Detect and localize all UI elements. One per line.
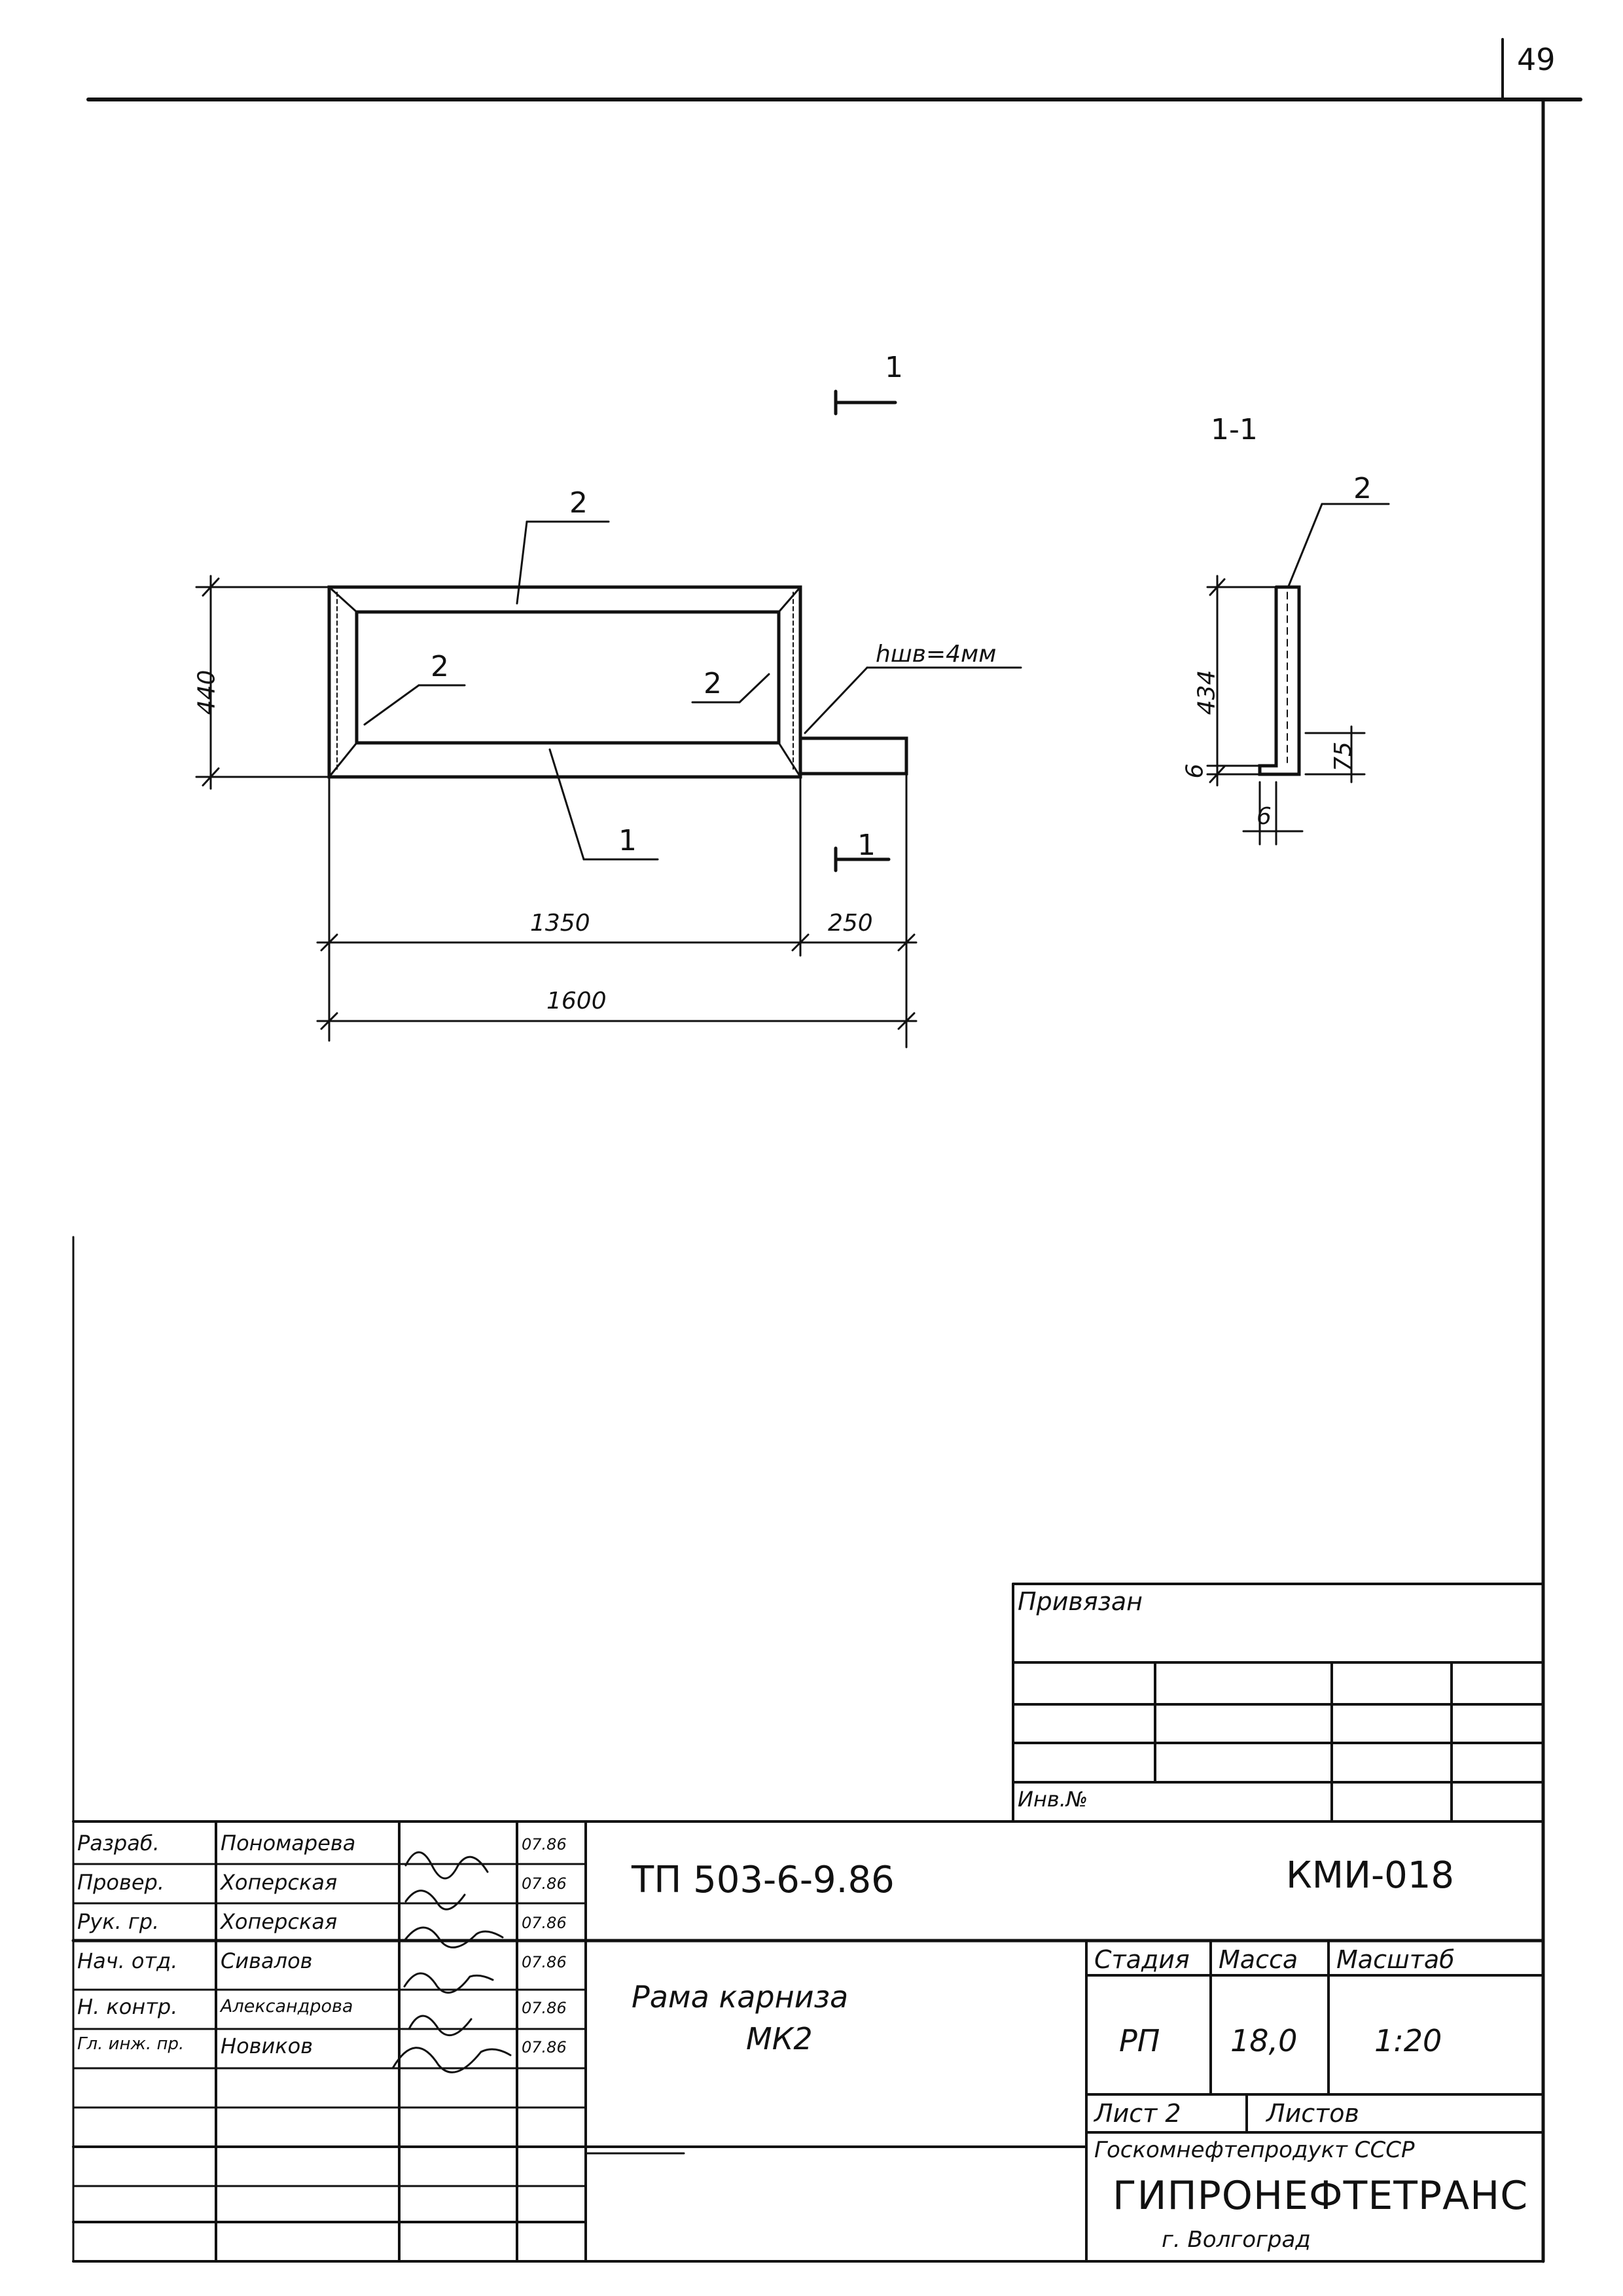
scale-label: Масштаб bbox=[1336, 1945, 1455, 1974]
role-chief-engineer: Гл. инж. пр. bbox=[77, 2034, 185, 2054]
org-ministry: Госкомнефтепродукт СССР bbox=[1094, 2137, 1415, 2163]
weld-note: hшв=4мм bbox=[876, 641, 997, 668]
name-chief-engineer: Новиков bbox=[221, 2034, 313, 2058]
role-dept-head: Нач. отд. bbox=[77, 1948, 178, 1973]
dim-section-thickness-bottom: 6 bbox=[1257, 803, 1272, 830]
role-developer: Разраб. bbox=[77, 1831, 160, 1856]
date-checker: 07.86 bbox=[522, 1874, 567, 1893]
callout-left-inner: 2 bbox=[431, 650, 449, 683]
dim-section-height: 434 bbox=[1193, 670, 1221, 715]
inventory-number-label: Инв.№ bbox=[1018, 1787, 1088, 1812]
title-block-lines bbox=[71, 1583, 1545, 2263]
section-view bbox=[1206, 503, 1390, 846]
dim-width-total: 1600 bbox=[546, 988, 607, 1014]
drawing-code: КМИ-018 bbox=[1286, 1854, 1455, 1897]
role-group-lead: Рук. гр. bbox=[77, 1909, 160, 1934]
name-norm-control: Александрова bbox=[221, 1996, 353, 2017]
section-marker-top: 1 bbox=[885, 351, 903, 384]
sheets-label: Листов bbox=[1266, 2099, 1359, 2128]
frame-plan-view bbox=[327, 585, 908, 779]
date-chief-engineer: 07.86 bbox=[522, 2038, 567, 2056]
signature-1 bbox=[404, 1851, 489, 1880]
callout-right-inner: 2 bbox=[704, 667, 722, 700]
name-checker: Хоперская bbox=[221, 1870, 338, 1895]
dim-width-ext: 250 bbox=[828, 910, 873, 937]
role-checker: Провер. bbox=[77, 1870, 164, 1895]
signatures bbox=[391, 1851, 512, 2073]
title-line-2: МК2 bbox=[746, 2021, 813, 2056]
title-line-1: Рама карниза bbox=[632, 1979, 849, 2015]
dim-section-thickness-left: 6 bbox=[1181, 763, 1209, 779]
signature-4 bbox=[403, 1972, 494, 1994]
sheet-label: Лист 2 bbox=[1094, 2099, 1181, 2128]
date-developer: 07.86 bbox=[522, 1835, 567, 1854]
mass-label: Масса bbox=[1219, 1945, 1298, 1974]
section-marker-bottom: 1 bbox=[857, 829, 876, 862]
outer-frame-outline bbox=[327, 585, 802, 779]
section-title: 1-1 bbox=[1211, 413, 1258, 446]
inner-frame-outline bbox=[355, 610, 781, 745]
callout-top: 2 bbox=[569, 486, 588, 520]
name-developer: Пономарева bbox=[221, 1831, 356, 1856]
date-dept-head: 07.86 bbox=[522, 1953, 567, 1971]
signature-3 bbox=[403, 1926, 504, 1948]
section-markers bbox=[834, 389, 897, 872]
scale-value: 1:20 bbox=[1374, 2023, 1442, 2058]
org-city: г. Волгоград bbox=[1162, 2227, 1311, 2253]
name-dept-head: Сивалов bbox=[221, 1948, 313, 1973]
dim-width-main: 1350 bbox=[530, 910, 590, 937]
mass-value: 18,0 bbox=[1230, 2023, 1298, 2058]
stage-label: Стадия bbox=[1094, 1945, 1190, 1974]
signature-5 bbox=[408, 2015, 473, 2036]
extension-bar bbox=[798, 736, 908, 776]
bound-label: Привязан bbox=[1018, 1587, 1143, 1616]
dim-height: 440 bbox=[193, 670, 221, 715]
stamp-row-lines bbox=[72, 1863, 685, 2187]
callout-leaders bbox=[363, 520, 1022, 861]
date-group-lead: 07.86 bbox=[522, 1914, 567, 1932]
org-institute: ГИПРОНЕФТЕТРАНС bbox=[1113, 2173, 1529, 2219]
name-group-lead: Хоперская bbox=[221, 1909, 338, 1934]
date-norm-control: 07.86 bbox=[522, 1999, 567, 2017]
sheet-number: 49 bbox=[1517, 42, 1556, 77]
dim-section-flange: 75 bbox=[1329, 742, 1357, 772]
stage-value: РП bbox=[1119, 2023, 1160, 2058]
callout-bottom: 1 bbox=[618, 824, 637, 857]
signature-6 bbox=[391, 2047, 512, 2073]
role-norm-control: Н. контр. bbox=[77, 1994, 178, 2019]
project-code: ТП 503-6-9.86 bbox=[632, 1859, 895, 1901]
dimension-lines bbox=[195, 575, 918, 1049]
callout-section-part: 2 bbox=[1353, 472, 1372, 505]
signature-2 bbox=[404, 1890, 466, 1910]
